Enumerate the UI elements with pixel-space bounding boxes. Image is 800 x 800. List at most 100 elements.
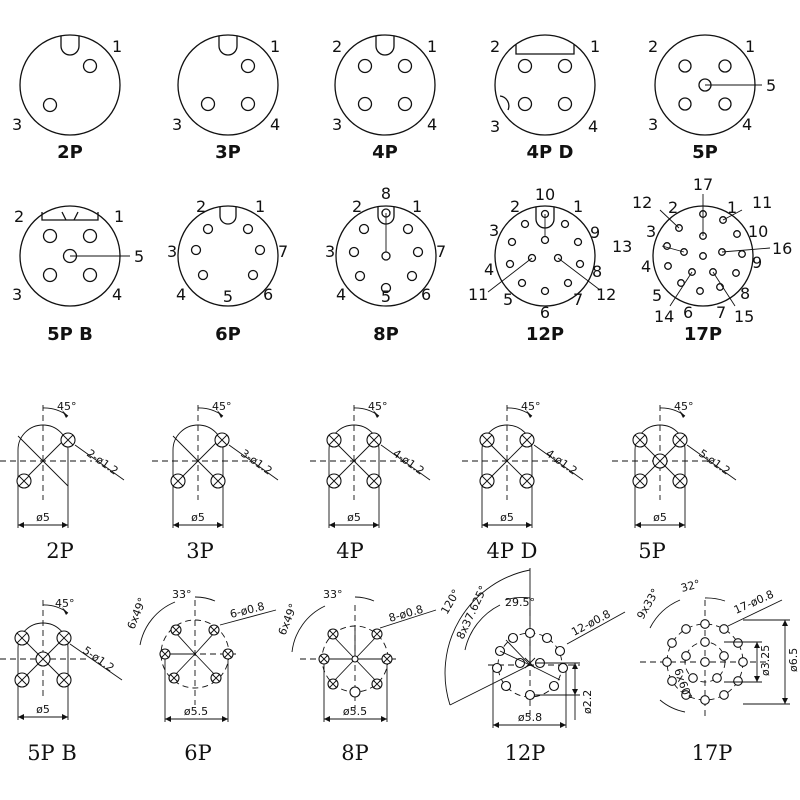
pin-label-4: 4 bbox=[176, 285, 186, 304]
pin-label-4: 4 bbox=[742, 115, 752, 134]
pin-label-5: 5 bbox=[381, 287, 391, 306]
inner-diameter-label: ø3.25 bbox=[759, 645, 772, 676]
pin-label-3: 3 bbox=[332, 115, 342, 134]
angle-label: 29.5° bbox=[505, 596, 535, 609]
face-title: 5P B bbox=[47, 324, 93, 345]
pin-label-6: 6 bbox=[540, 303, 550, 322]
drawing-4p: 45° 4-ø1.2 ø5 4P bbox=[310, 400, 431, 563]
diameter-label: ø5 bbox=[191, 511, 205, 524]
pin-label-8: 8 bbox=[740, 284, 750, 303]
drawing-title: 17P bbox=[692, 741, 733, 765]
diameter-label: ø5.5 bbox=[343, 705, 367, 718]
pin-label-1: 1 bbox=[255, 197, 265, 216]
pin-label-2: 2 bbox=[332, 37, 342, 56]
pin-label-15: 15 bbox=[734, 307, 754, 326]
diameter-label: ø5 bbox=[347, 511, 361, 524]
drawing-title: 4P bbox=[336, 539, 364, 563]
pin-label-4: 4 bbox=[427, 115, 437, 134]
pin-label-8: 8 bbox=[592, 262, 602, 281]
pin-label-5: 5 bbox=[223, 287, 233, 306]
pin-label-7: 7 bbox=[573, 290, 583, 309]
drawing-8p: 33° 6x49° 8-ø0.8 ø5.5 8P bbox=[276, 588, 437, 765]
angle-label: 45° bbox=[55, 597, 75, 610]
diameter-label: ø5 bbox=[36, 703, 50, 716]
angle-pitch-label: 6x49° bbox=[125, 596, 149, 631]
pin-label-17: 17 bbox=[693, 175, 713, 194]
pin-label-1: 1 bbox=[745, 37, 755, 56]
angle-label: 32° bbox=[679, 577, 701, 595]
pin-label-4: 4 bbox=[588, 117, 598, 136]
drawing-title: 5P bbox=[638, 539, 666, 563]
hole-callout: 4-ø1.2 bbox=[390, 447, 426, 478]
face-17p: 1 2 3 4 5 6 7 8 9 10 11 12 13 14 15 16 1… bbox=[612, 175, 792, 345]
angle-label: 45° bbox=[212, 400, 232, 413]
pin-label-7: 7 bbox=[436, 242, 446, 261]
pin-label-12: 12 bbox=[596, 285, 616, 304]
angle-sector-label: 120° bbox=[438, 587, 463, 616]
face-title: 5P bbox=[692, 142, 718, 163]
face-4p-d: 1 2 3 4 4P D bbox=[490, 34, 600, 163]
pin-label-10: 10 bbox=[535, 185, 555, 204]
pin-label-7: 7 bbox=[716, 303, 726, 322]
drawing-title: 8P bbox=[341, 741, 369, 765]
pin-label-2: 2 bbox=[490, 37, 500, 56]
pin-label-11: 11 bbox=[468, 285, 488, 304]
pin-label-6: 6 bbox=[683, 303, 693, 322]
angle-label: 33° bbox=[172, 588, 192, 601]
drawing-title: 6P bbox=[184, 741, 212, 765]
pin-label-4: 4 bbox=[484, 260, 494, 279]
pin-label-9: 9 bbox=[752, 253, 762, 272]
face-title: 4P bbox=[372, 142, 398, 163]
pin-label-3: 3 bbox=[490, 117, 500, 136]
hole-callout: 2-ø1.2 bbox=[84, 447, 120, 478]
face-title: 12P bbox=[526, 324, 564, 345]
face-2p: 1 3 2P bbox=[12, 34, 122, 163]
pin-label-2: 2 bbox=[196, 197, 206, 216]
pin-label-2: 2 bbox=[668, 198, 678, 217]
face-5p: 1 2 3 4 5 5P bbox=[648, 34, 776, 163]
pin-label-1: 1 bbox=[573, 197, 583, 216]
hole-callout: 17-ø0.8 bbox=[732, 588, 776, 617]
pin-label-3: 3 bbox=[646, 222, 656, 241]
hole-callout: 3-ø1.2 bbox=[238, 447, 274, 478]
drawing-title: 5P B bbox=[27, 741, 77, 765]
pin-label-2: 2 bbox=[352, 197, 362, 216]
pin-label-3: 3 bbox=[12, 285, 22, 304]
angle-label: 45° bbox=[521, 400, 541, 413]
drawing-title: 2P bbox=[46, 539, 74, 563]
pin-label-1: 1 bbox=[427, 37, 437, 56]
face-title: 8P bbox=[373, 324, 399, 345]
pin-label-3: 3 bbox=[325, 242, 335, 261]
pin-label-2: 2 bbox=[510, 197, 520, 216]
inner-diameter-label: ø2.2 bbox=[581, 690, 594, 714]
drawing-title: 12P bbox=[505, 741, 546, 765]
angle-label: 45° bbox=[674, 400, 694, 413]
pin-label-4: 4 bbox=[112, 285, 122, 304]
face-12p: 1 2 3 4 5 6 7 8 9 10 11 12 12P bbox=[468, 185, 616, 345]
face-title: 4P D bbox=[527, 142, 574, 163]
face-title: 6P bbox=[215, 324, 241, 345]
drawing-3p: 45° 3-ø1.2 ø5 3P bbox=[152, 400, 279, 563]
pin-label-11: 11 bbox=[752, 193, 772, 212]
pin-label-14: 14 bbox=[654, 307, 674, 326]
pin-label-16: 16 bbox=[772, 239, 792, 258]
pin-label-4: 4 bbox=[270, 115, 280, 134]
pin-label-5: 5 bbox=[503, 290, 513, 309]
drawing-title: 4P D bbox=[486, 539, 537, 563]
angle-pitch-label: 6x49° bbox=[276, 602, 300, 637]
drawing-4p-d: 45° 4-ø1.2 ø5 4P D bbox=[462, 400, 584, 563]
drawing-2p: 45° 2-ø1.2 ø5 2P bbox=[0, 400, 125, 563]
angle-label: 33° bbox=[323, 588, 343, 601]
pin-label-12: 12 bbox=[632, 193, 652, 212]
pin-label-3: 3 bbox=[167, 242, 177, 261]
pin-label-3: 3 bbox=[12, 115, 22, 134]
pin-label-9: 9 bbox=[590, 223, 600, 242]
pin-label-5: 5 bbox=[652, 286, 662, 305]
pin-label-4: 4 bbox=[641, 257, 651, 276]
pin-label-6: 6 bbox=[421, 285, 431, 304]
diameter-label: ø5.5 bbox=[184, 705, 208, 718]
pin-label-3: 3 bbox=[172, 115, 182, 134]
pin-label-1: 1 bbox=[727, 198, 737, 217]
drawing-6p: 33° 6x49° 6-ø0.8 ø5.5 6P bbox=[125, 588, 277, 765]
